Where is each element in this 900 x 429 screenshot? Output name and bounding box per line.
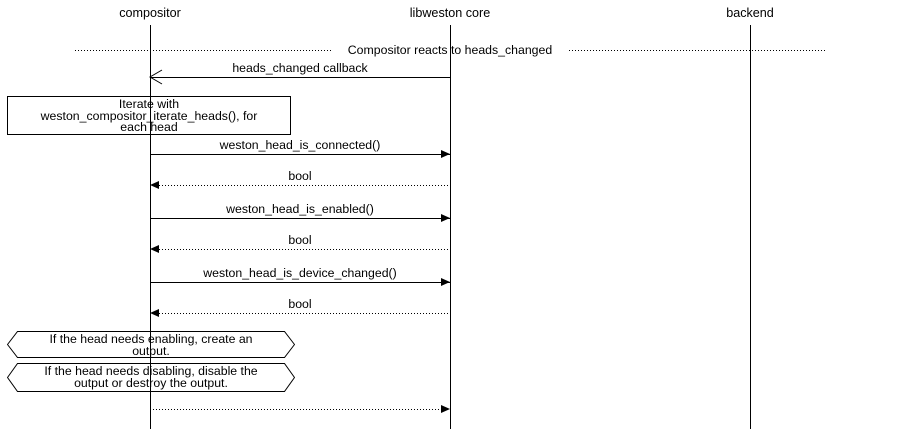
message-line: [150, 218, 450, 219]
divider-line-left: [75, 50, 331, 51]
filled-arrowhead-right-icon: [441, 214, 450, 222]
entity-label-compositor: compositor: [119, 6, 181, 20]
filled-arrowhead-left-icon: [150, 245, 159, 253]
condition-disable-output: If the head needs disabling, disable the…: [7, 363, 295, 392]
note-line: weston_compositor_iterate_heads(), for: [40, 108, 258, 123]
note-line: each head: [120, 120, 178, 134]
condition-line: If the head needs enabling, create an: [49, 332, 253, 346]
message-label: weston_head_is_enabled(): [226, 202, 374, 216]
lifeline-libweston-core: [450, 25, 451, 429]
note-line: Iterate with: [118, 97, 180, 111]
condition-line: output.: [132, 343, 170, 358]
message-label: heads_changed callback: [232, 61, 368, 75]
divider-line-right: [569, 50, 825, 51]
entity-label-backend: backend: [726, 6, 774, 20]
message-label: weston_head_is_connected(): [219, 138, 381, 152]
condition-line: output or destroy the output.: [74, 375, 228, 390]
note-iterate-heads: Iterate with weston_compositor_iterate_h…: [7, 96, 291, 135]
filled-arrowhead-right-icon: [441, 405, 450, 413]
condition-text: If the head needs enabling, create an ou…: [7, 331, 295, 358]
message-label: bool: [288, 169, 312, 183]
filled-arrowhead-right-icon: [441, 278, 450, 286]
condition-line: If the head needs disabling, disable the: [44, 364, 258, 378]
lifeline-compositor: [150, 25, 151, 429]
message-line: [150, 185, 450, 186]
lifeline-backend: [750, 25, 751, 429]
hexagon-shape: [7, 363, 295, 392]
divider-label: Compositor reacts to heads_changed: [347, 43, 553, 57]
message-line: [150, 282, 450, 283]
filled-arrowhead-left-icon: [150, 181, 159, 189]
message-label: weston_head_is_device_changed(): [203, 266, 397, 280]
hexagon-shape: [7, 331, 295, 358]
open-arrowhead-left-icon: [149, 69, 163, 85]
message-line: [150, 154, 450, 155]
condition-enable-output: If the head needs enabling, create an ou…: [7, 331, 295, 358]
message-line: [150, 77, 450, 78]
entity-label-libweston-core: libweston core: [409, 6, 491, 20]
message-label: bool: [288, 297, 312, 311]
filled-arrowhead-left-icon: [150, 309, 159, 317]
message-line: [150, 249, 450, 250]
message-label: bool: [288, 233, 312, 247]
filled-arrowhead-right-icon: [441, 150, 450, 158]
condition-text: If the head needs disabling, disable the…: [7, 363, 295, 392]
message-line: [150, 313, 450, 314]
message-line: [150, 409, 450, 410]
